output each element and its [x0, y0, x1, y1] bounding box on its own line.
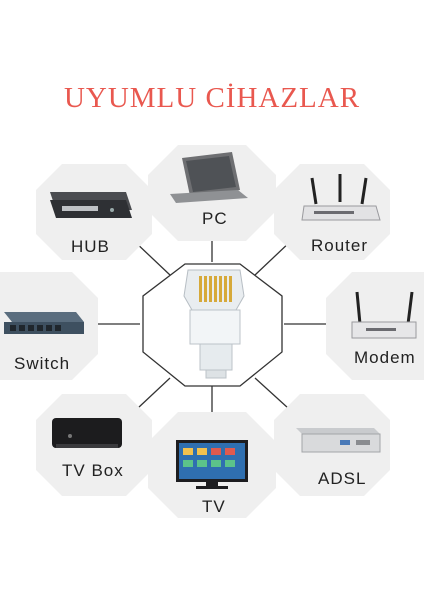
device-label-modem: Modem: [354, 348, 416, 367]
rj45-connector-icon: [183, 269, 245, 379]
device-label-tv: TV: [202, 497, 226, 516]
page-title: UYUMLU CİHAZLAR: [63, 82, 361, 114]
device-label-router: Router: [311, 236, 369, 255]
device-label-pc: PC: [202, 209, 228, 228]
line-adsl: [254, 377, 289, 409]
device-label-adsl: ADSL: [318, 469, 367, 488]
switch-icon: [4, 312, 84, 334]
tv-box-icon: [52, 418, 122, 448]
device-label-tvbox: TV Box: [62, 461, 124, 480]
modem-icon: [351, 291, 417, 339]
adsl-icon: [296, 428, 381, 453]
router-icon: [301, 174, 381, 221]
laptop-icon: [170, 152, 248, 203]
tv-icon: [176, 440, 248, 489]
device-label-hub: HUB: [71, 237, 110, 256]
hub-icon: [50, 192, 132, 218]
device-label-switch: Switch: [14, 354, 71, 373]
line-tvbox: [137, 377, 171, 409]
